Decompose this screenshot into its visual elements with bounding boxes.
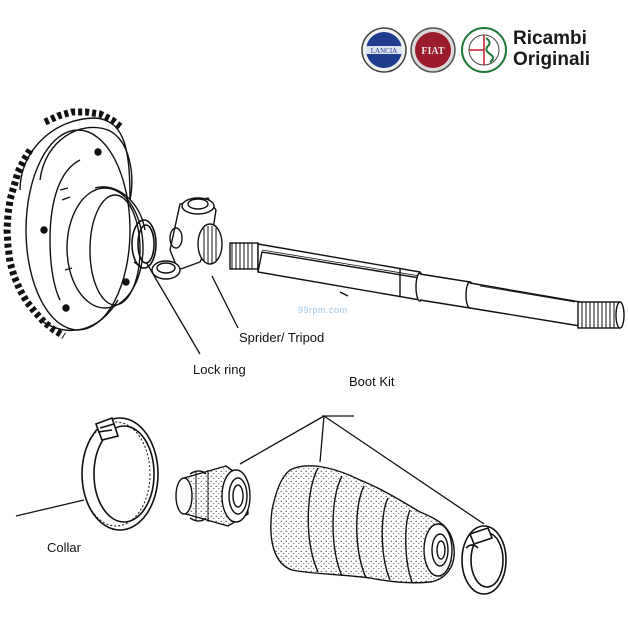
svg-text:LANCIA: LANCIA	[371, 47, 397, 55]
label-collar: Collar	[47, 540, 81, 555]
fiat-logo: FIAT	[410, 27, 456, 73]
brand-line-2: Originali	[513, 49, 591, 70]
spider-tripod	[151, 197, 223, 280]
label-spider-tripod: Sprider/ Tripod	[239, 330, 325, 345]
callout-lines	[15, 261, 485, 525]
svg-text:FIAT: FIAT	[421, 46, 444, 57]
label-boot-kit: Boot Kit	[349, 374, 395, 389]
large-boot	[270, 465, 455, 584]
brand-wordmark: Ricambi Originali	[513, 28, 590, 70]
small-boot	[175, 465, 251, 527]
small-band-clamp	[461, 525, 507, 595]
site-watermark: 99rpm.com	[298, 305, 348, 315]
collar-clamp	[81, 416, 159, 531]
crown-gear	[3, 108, 146, 340]
lancia-logo: LANCIA	[361, 27, 407, 73]
label-lock-ring: Lock ring	[193, 362, 246, 377]
alfa-romeo-logo	[461, 27, 507, 73]
drive-shaft	[229, 242, 625, 329]
brand-line-1: Ricambi	[513, 28, 587, 49]
